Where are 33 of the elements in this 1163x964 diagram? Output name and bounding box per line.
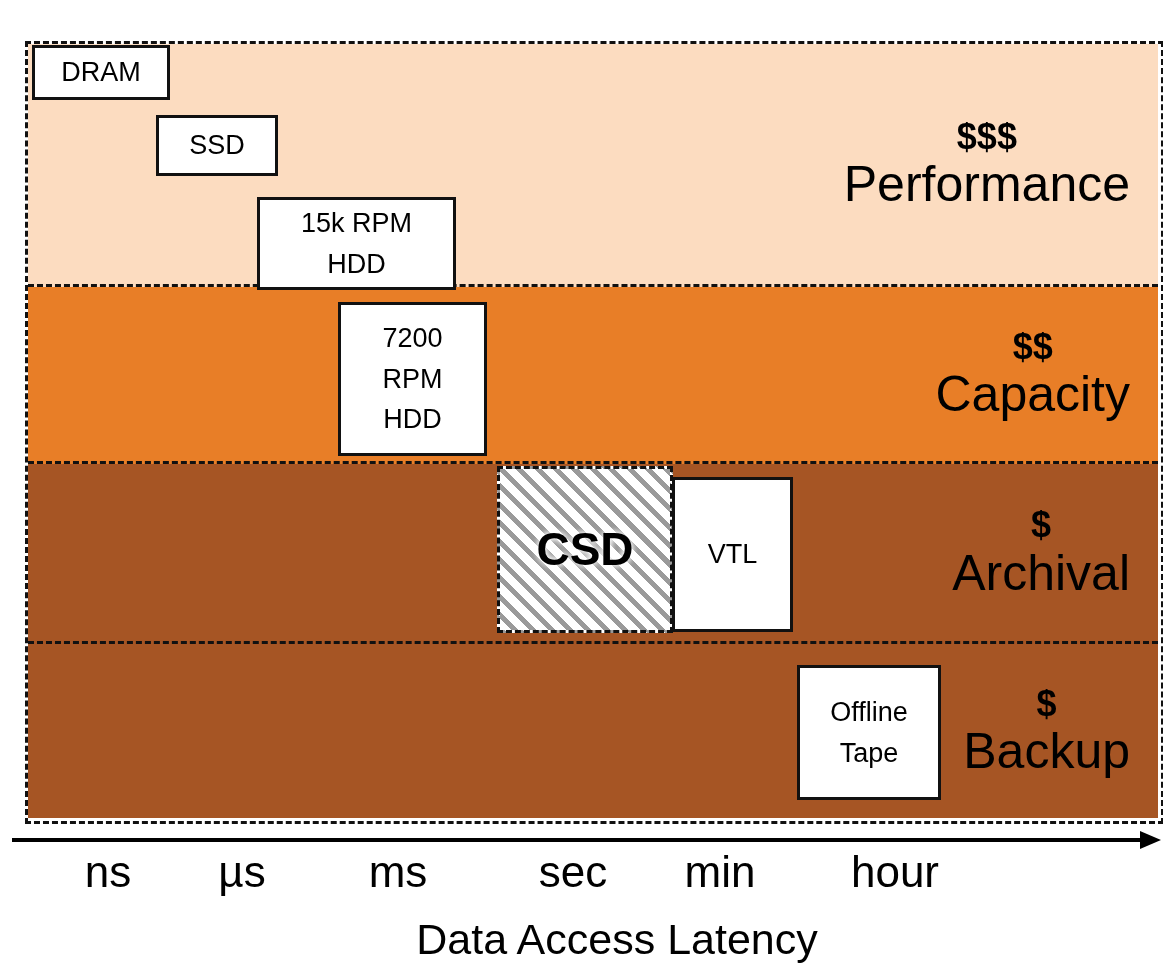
cost-label: $ (1036, 682, 1057, 725)
box-label: VTL (707, 538, 758, 572)
box-label: DRAM (61, 56, 141, 90)
hatched-box (497, 466, 673, 633)
tier-band (28, 464, 1158, 644)
storage-box (672, 477, 793, 632)
tier-label: Capacity (935, 367, 1130, 423)
tier-label: Performance (843, 157, 1130, 213)
storage-box (797, 665, 941, 800)
tick-label: µs (218, 850, 266, 894)
tier-label: Backup (963, 724, 1130, 780)
cost-label: $$$ (956, 115, 1017, 158)
tier-band (28, 44, 1158, 287)
box-label: 7200 RPM HDD (381, 322, 444, 437)
tick-label: min (684, 850, 756, 894)
box-label: Offline Tape (829, 696, 909, 770)
storage-box (32, 45, 170, 100)
box-label: SSD (189, 129, 245, 163)
tick-label: ns (84, 850, 132, 894)
tier-band (28, 644, 1158, 818)
storage-box (156, 115, 278, 176)
tick-label: ms (368, 850, 428, 894)
storage-box (338, 302, 487, 456)
tier-label: Archival (952, 545, 1130, 601)
tier-band (28, 287, 1158, 464)
box-label: CSD (536, 522, 634, 577)
tick-label: sec (538, 850, 608, 894)
cost-label: $$ (1012, 325, 1053, 368)
storage-box (257, 197, 456, 290)
axis-title: Data Access Latency (416, 918, 818, 961)
tick-label: hour (850, 850, 940, 894)
box-label: 15k RPM HDD (299, 207, 413, 281)
cost-label: $ (1031, 504, 1052, 546)
